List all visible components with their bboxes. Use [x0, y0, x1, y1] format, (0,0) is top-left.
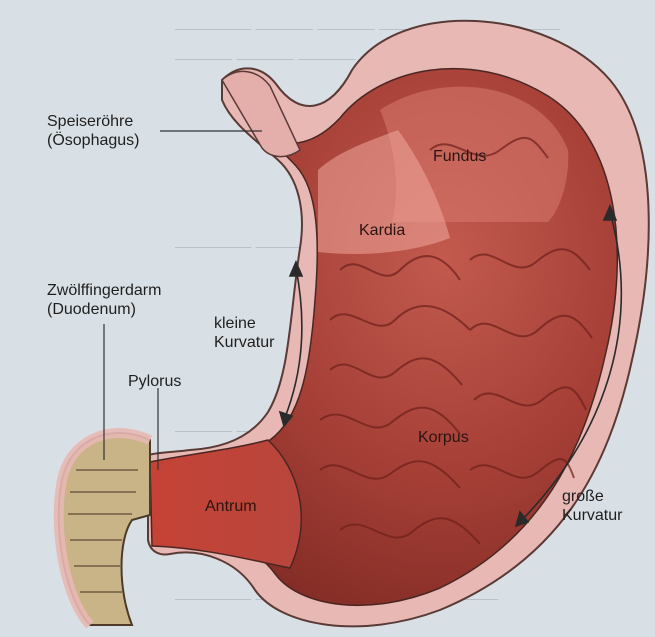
label-zwoelffingerdarm: Zwölffingerdarm (Duodenum): [47, 281, 161, 319]
label-pylorus: Pylorus: [128, 372, 181, 391]
label-antrum: Antrum: [205, 497, 257, 516]
label-grosse-kurvatur: große Kurvatur: [562, 487, 622, 525]
label-speiseroehre: Speiseröhre (Ösophagus): [47, 112, 140, 150]
label-kardia: Kardia: [359, 221, 405, 240]
label-fundus: Fundus: [433, 147, 486, 166]
label-korpus: Korpus: [418, 428, 469, 447]
label-kleine-kurvatur: kleine Kurvatur: [214, 314, 274, 352]
